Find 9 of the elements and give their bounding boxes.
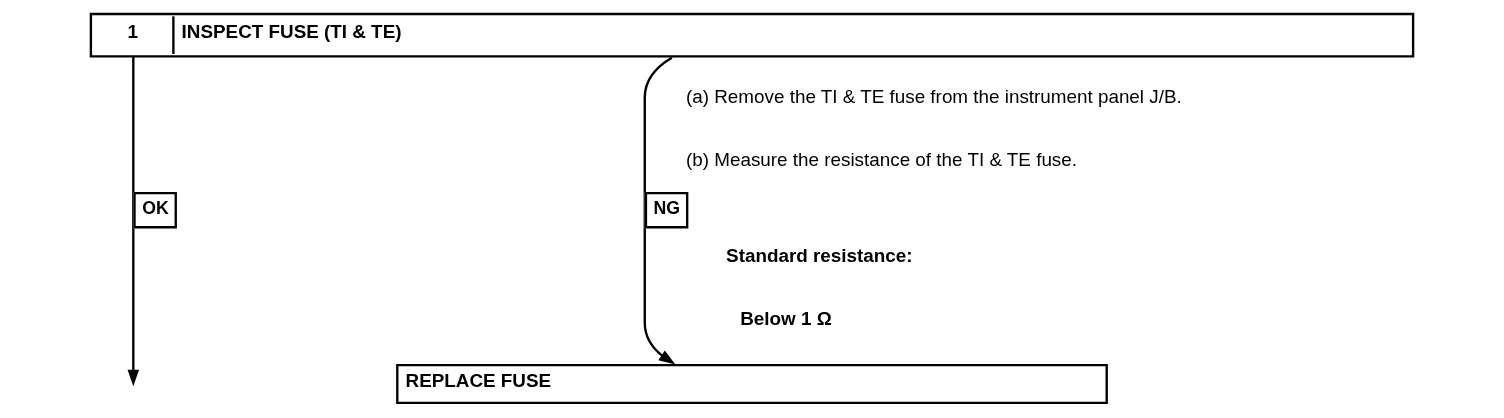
label: (b) Measure the resistance of the TI & TE fuse. xyxy=(686,148,1078,170)
label: (a) Remove the TI & TE fuse from the instrument panel J/B. xyxy=(686,86,1182,108)
edge-label: OK xyxy=(142,197,169,218)
label: Below 1 Ω xyxy=(740,307,832,329)
label: Standard resistance: xyxy=(726,245,913,267)
node-box: REPLACE FUSE xyxy=(396,363,1108,405)
arrow xyxy=(127,56,140,387)
arrow xyxy=(643,56,676,365)
edge-label: NG xyxy=(653,197,681,218)
